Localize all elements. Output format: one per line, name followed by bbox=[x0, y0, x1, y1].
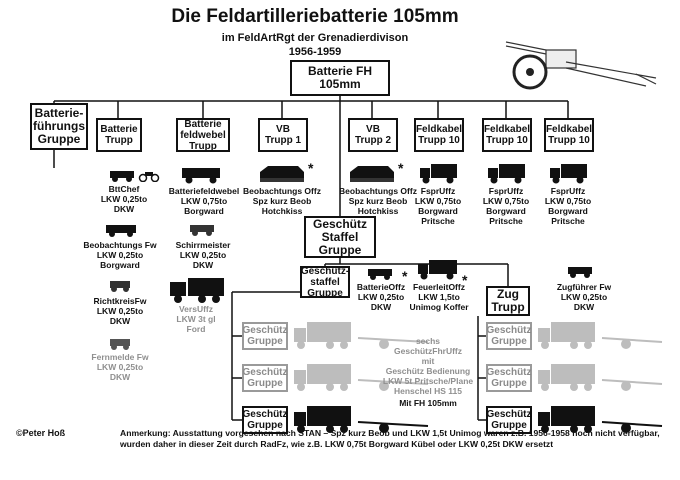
box-label: Geschütz Gruppe bbox=[242, 409, 288, 431]
box-fuehrungs-gruppe: Batterie- führungs Gruppe bbox=[30, 103, 88, 150]
box-geschuetz-gruppe-l2: Geschütz Gruppe bbox=[242, 364, 288, 392]
box-geschuetzstaffel-gruppe: Geschütz- staffel Gruppe bbox=[300, 265, 350, 299]
copyright: ©Peter Hoß bbox=[16, 428, 66, 438]
page-years: 1956-1959 bbox=[288, 46, 342, 58]
box-label: Zug Trupp bbox=[491, 287, 525, 314]
box-zug-trupp: Zug Trupp bbox=[486, 286, 530, 316]
truck-howitzer-icon bbox=[294, 322, 429, 349]
jeep-icon bbox=[106, 225, 136, 237]
box-feldwebel-trupp: Batterie feldwebel Trupp bbox=[176, 118, 230, 152]
label-fspruffz-3: FsprUffz LKW 0,75to Borgward Pritsche bbox=[544, 186, 592, 226]
truck-icon bbox=[488, 164, 525, 184]
label-batterieoffz: BatterieOffz LKW 0,25to DKW bbox=[356, 282, 406, 312]
box-batterie-fh: Batterie FH 105mm bbox=[290, 60, 390, 96]
footnote-star: * bbox=[398, 160, 404, 176]
box-label: VB Trupp 1 bbox=[264, 124, 302, 146]
box-vb-trupp-1: VB Trupp 1 bbox=[258, 118, 308, 152]
label-versuffz: VersUffz LKW 3t gl Ford bbox=[176, 304, 216, 334]
label-feuerleitoffz: FeuerleitOffz LKW 1,5to Unimog Koffer bbox=[409, 282, 469, 312]
box-label: Geschütz Gruppe bbox=[486, 367, 532, 389]
box-label: Feldkabel Trupp 10 bbox=[415, 124, 463, 146]
label-beob-offz-2: Beobachtungs Offz Spz kurz Beob Hotchkis… bbox=[339, 186, 417, 216]
jeep-icon bbox=[110, 281, 130, 292]
box-label: Geschütz Gruppe bbox=[486, 325, 532, 347]
box-geschuetz-gruppe-l3: Geschütz Gruppe bbox=[242, 406, 288, 434]
box-feldkabel-3: Feldkabel Trupp 10 bbox=[544, 118, 594, 152]
box-label: Batterie feldwebel Trupp bbox=[180, 118, 226, 152]
label-fspruffz-1: FsprUffz LKW 0,75to Borgward Pritsche bbox=[414, 186, 462, 226]
label-fernmelde-fw: Fernmelde Fw LKW 0,25to DKW bbox=[91, 352, 149, 382]
box-label: Geschütz Gruppe bbox=[242, 325, 288, 347]
label-beob-offz-1: Beobachtungs Offz Spz kurz Beob Hotchkis… bbox=[243, 186, 321, 216]
footnote-text: Anmerkung: Ausstattung vorgesehen nach S… bbox=[120, 428, 660, 449]
howitzer-icon bbox=[505, 41, 657, 90]
jeep-icon bbox=[368, 269, 392, 280]
box-geschuetz-gruppe-r1: Geschütz Gruppe bbox=[486, 322, 532, 350]
truck-howitzer-icon bbox=[294, 364, 429, 391]
box-label: Geschütz Staffel Gruppe bbox=[312, 216, 367, 257]
truck-howitzer-icon bbox=[538, 406, 663, 433]
truck-howitzer-icon bbox=[538, 322, 663, 349]
page-subtitle: im FeldArtRgt der Grenadierdivison bbox=[221, 32, 409, 44]
box-label: VB Trupp 2 bbox=[354, 124, 392, 146]
box-geschuetz-gruppe-l1: Geschütz Gruppe bbox=[242, 322, 288, 350]
box-label: Geschütz- staffel Gruppe bbox=[300, 265, 350, 299]
box-vb-trupp-2: VB Trupp 2 bbox=[348, 118, 398, 152]
label-zugfuehrer-fw: Zugführer Fw LKW 0,25to DKW bbox=[556, 282, 612, 312]
footnote-star: * bbox=[402, 268, 408, 284]
box-geschuetz-gruppe-r3: Geschütz Gruppe bbox=[486, 406, 532, 434]
jeep-icon bbox=[182, 168, 220, 184]
jeep-icon bbox=[190, 225, 214, 236]
apc-icon bbox=[260, 166, 304, 182]
page-title: Die Feldartilleriebatterie 105mm bbox=[171, 6, 459, 27]
truck-icon bbox=[550, 164, 587, 184]
label-schirrmeister: Schirrmeister LKW 0,25to DKW bbox=[175, 240, 231, 270]
footnote-star: * bbox=[308, 160, 314, 176]
jeep-icon bbox=[110, 171, 134, 182]
label-sechs-geschuetze: sechs GeschützFhrUffz mit Geschütz Bedie… bbox=[382, 336, 474, 396]
label-richtkreis-fw: RichtkreisFw LKW 0,25to DKW bbox=[93, 296, 147, 326]
truck-icon bbox=[170, 278, 224, 303]
label-fspruffz-2: FsprUffz LKW 0,75to Borgward Pritsche bbox=[482, 186, 530, 226]
apc-icon bbox=[350, 166, 394, 182]
box-label: Batterie Trupp bbox=[100, 124, 138, 146]
box-batterie-trupp: Batterie Trupp bbox=[96, 118, 142, 152]
box-label: Feldkabel Trupp 10 bbox=[483, 124, 531, 146]
box-label: Batterie- führungs Gruppe bbox=[33, 106, 85, 146]
label-beobachtungs-fw: Beobachtungs Fw LKW 0,25to Borgward bbox=[83, 240, 157, 270]
box-label: Feldkabel Trupp 10 bbox=[545, 124, 593, 146]
footnote-star: * bbox=[462, 272, 468, 288]
label-mit-fh: Mit FH 105mm bbox=[399, 398, 457, 408]
box-feldkabel-2: Feldkabel Trupp 10 bbox=[482, 118, 532, 152]
truck-icon bbox=[418, 260, 457, 280]
label-bttchef: BttChef LKW 0,25to DKW bbox=[100, 184, 148, 214]
truck-howitzer-icon bbox=[294, 406, 429, 433]
jeep-icon bbox=[110, 339, 130, 350]
truck-howitzer-icon bbox=[538, 364, 663, 391]
box-geschuetz-gruppe-r2: Geschütz Gruppe bbox=[486, 364, 532, 392]
truck-icon bbox=[420, 164, 457, 184]
box-label: Geschütz Gruppe bbox=[242, 367, 288, 389]
box-label: Geschütz Gruppe bbox=[486, 409, 532, 431]
box-label: Batterie FH 105mm bbox=[307, 64, 372, 91]
label-batteriefeldwebel: Batteriefeldwebel LKW 0,75to Borgward bbox=[168, 186, 240, 216]
box-feldkabel-1: Feldkabel Trupp 10 bbox=[414, 118, 464, 152]
jeep-icon bbox=[568, 267, 592, 278]
motorcycle-icon bbox=[138, 172, 160, 182]
box-geschuetz-staffel: Geschütz Staffel Gruppe bbox=[304, 216, 376, 258]
